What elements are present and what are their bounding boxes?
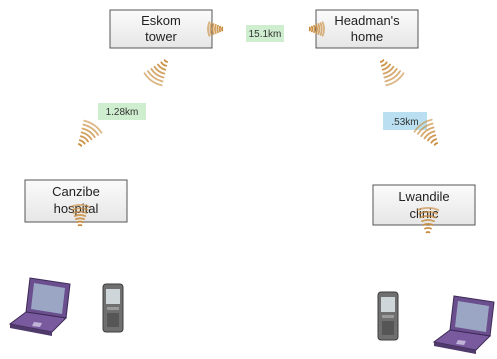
signal-arc (321, 21, 325, 37)
signal-arc (73, 214, 87, 217)
wireless-signal-icon (380, 59, 405, 87)
node-eskom-tower: Eskom tower (109, 9, 213, 49)
signal-arc (209, 22, 213, 36)
wireless-signal-icon (308, 21, 325, 37)
node-eskom-line2: tower (145, 29, 177, 44)
distance-label-1-28km: 1.28km (106, 107, 139, 118)
wireless-signal-icon (416, 207, 440, 234)
wireless-signal-icon (413, 118, 438, 146)
signal-arc (83, 119, 103, 134)
signal-arc (143, 72, 163, 87)
signal-arc (153, 65, 166, 75)
signal-arc (424, 227, 432, 230)
signal-arc (211, 23, 215, 35)
wireless-signal-icon (78, 119, 103, 147)
signal-arc (80, 131, 93, 141)
signal-arc (381, 63, 391, 71)
signal-arc (82, 123, 100, 136)
signal-arc (79, 135, 89, 143)
signal-arc (413, 118, 433, 133)
signal-arc (146, 70, 164, 83)
node-lwandile-line1: Lwandile (398, 189, 449, 204)
signal-arc (384, 70, 402, 83)
mobile-phone-icon (377, 291, 399, 341)
node-canzibe-line1: Canzibe (52, 184, 100, 199)
signal-arc (313, 24, 316, 34)
signal-arc (419, 215, 437, 219)
node-eskom-line1: Eskom (141, 13, 181, 28)
signal-arc (385, 72, 405, 87)
mobile-phone-icon (102, 283, 124, 333)
signal-arc (76, 220, 84, 224)
signal-arc (423, 130, 436, 140)
signal-arc (382, 65, 395, 75)
node-headman-line2: home (351, 29, 384, 44)
node-headmans-home: Headman's home (315, 9, 419, 49)
laptop-icon (8, 277, 71, 336)
signal-arc (207, 21, 211, 37)
signal-arc (317, 23, 321, 35)
node-canzibe-hospital: Canzibe hospital (24, 179, 128, 223)
signal-arc (78, 139, 86, 145)
signal-arc (160, 61, 168, 67)
signal-arc (163, 59, 168, 63)
signal-arc (433, 142, 438, 146)
signal-arc (71, 207, 89, 211)
signal-arc (380, 59, 385, 63)
signal-arc (216, 24, 219, 34)
signal-arc (418, 211, 438, 215)
distance-eskom-headman: 15.1km (246, 25, 284, 42)
node-lwandile-clinic: Lwandile clinic (372, 184, 476, 226)
signal-arc (430, 138, 438, 144)
signal-arc (78, 143, 83, 147)
signal-arc (420, 126, 435, 138)
wireless-signal-icon (143, 59, 168, 87)
signal-arc (214, 23, 217, 35)
signal-arc (380, 61, 388, 67)
wireless-signal-icon (207, 21, 224, 37)
signal-arc (416, 207, 440, 211)
signal-arc (70, 204, 90, 208)
signal-arc (157, 63, 167, 71)
signal-arc (75, 217, 85, 221)
signal-arc (81, 127, 96, 139)
node-headman-line1: Headman's (334, 13, 400, 28)
distance-headman-lwandile: .53km (383, 112, 427, 130)
wireless-signal-icon (70, 204, 90, 227)
distance-eskom-canzibe: 1.28km (98, 103, 146, 120)
signal-arc (416, 122, 434, 135)
signal-arc (315, 23, 318, 35)
signal-arc (150, 67, 165, 79)
distance-label-15-1km: 15.1km (249, 29, 282, 40)
signal-arc (427, 134, 437, 142)
signal-arc (319, 22, 323, 36)
signal-arc (422, 223, 434, 226)
signal-arc (72, 210, 88, 214)
signal-arc (421, 219, 435, 223)
signal-arc (383, 67, 398, 79)
distance-label-053km: .53km (391, 117, 418, 128)
laptop-icon (432, 295, 495, 354)
